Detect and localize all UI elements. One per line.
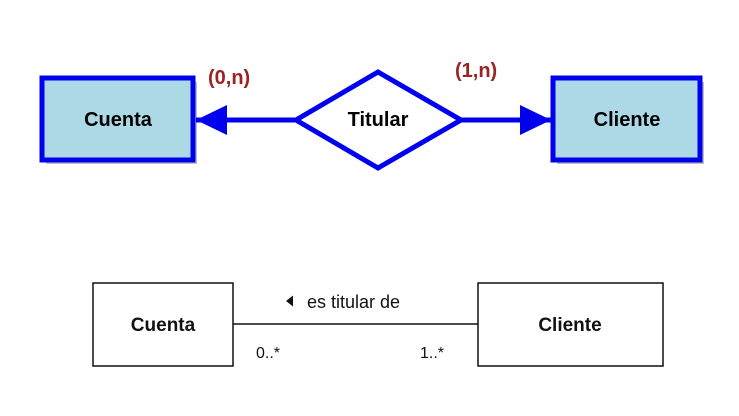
- er-entity-cuenta-box: [39, 75, 196, 163]
- uml-multiplicity-right: 1..*: [420, 345, 444, 362]
- uml-class-cuenta: Cuenta: [92, 282, 234, 367]
- er-relationship-label: Titular: [348, 109, 409, 131]
- uml-class-cliente-box: [477, 282, 664, 367]
- er-entity-cuenta: Cuenta: [39, 75, 197, 164]
- uml-class-cuenta-box: [92, 282, 234, 367]
- uml-class-cliente-label: Cliente: [538, 315, 601, 336]
- uml-association-label: es titular de: [307, 292, 400, 312]
- er-entity-cliente: Cliente: [550, 75, 704, 164]
- left-triangle-icon: [286, 295, 293, 307]
- er-diagram: Cuenta Cliente Titular (0,n) (1,n): [39, 60, 704, 171]
- er-cardinality-left: (0,n): [208, 67, 250, 89]
- er-entity-cuenta-label: Cuenta: [84, 109, 153, 131]
- er-cardinality-right: (1,n): [455, 60, 497, 82]
- er-arrowhead-right: [520, 105, 551, 135]
- er-entity-cliente-label: Cliente: [594, 109, 661, 131]
- uml-class-cuenta-label: Cuenta: [131, 315, 196, 336]
- er-entity-cliente-box: [550, 75, 703, 163]
- uml-class-cliente: Cliente: [477, 282, 664, 367]
- er-relationship-diamond: [291, 69, 466, 171]
- uml-diagram: Cuenta Cliente es titular de 0..* 1..*: [92, 282, 664, 367]
- er-relationship-titular: Titular: [291, 69, 466, 171]
- uml-multiplicity-left: 0..*: [256, 345, 280, 362]
- er-arrowhead-left: [196, 105, 227, 135]
